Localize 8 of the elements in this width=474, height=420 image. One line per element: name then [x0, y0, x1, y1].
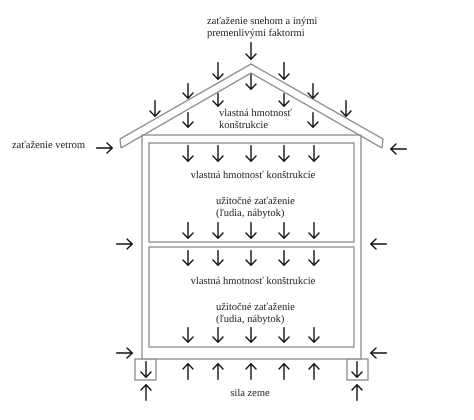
- load-label: vlastná hmotnosť konštrukcie: [219, 108, 294, 132]
- load-label: užitočné zaťaženie (ľudia, nábytok): [216, 196, 296, 220]
- load-label: zaťaženie vetrom: [12, 140, 86, 152]
- load-label: sila zeme: [230, 388, 270, 400]
- load-label: vlastná hmotnosť konštrukcie: [190, 276, 316, 288]
- load-label: užitočné zaťaženie (ľudia, nábytok): [216, 302, 296, 326]
- load-label: vlastná hmotnosť konštrukcie: [190, 170, 316, 182]
- load-label: zaťaženie snehom a inými premenlivými faktormi: [207, 16, 318, 40]
